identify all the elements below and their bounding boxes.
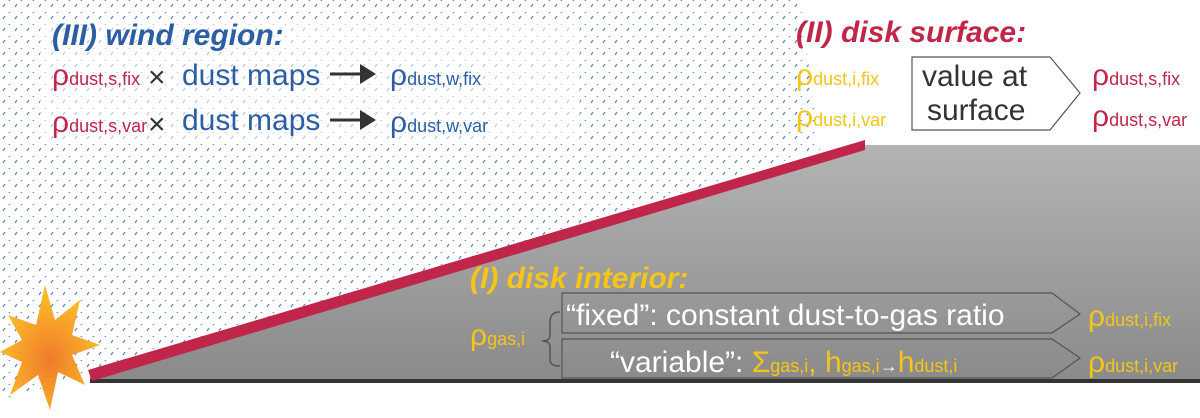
svg-text:ρdust,i,fix: ρdust,i,fix — [796, 59, 879, 92]
rho-symbol: ρ — [390, 106, 407, 139]
arrow-icon — [330, 110, 376, 130]
svg-text:ρdust,w,fix: ρdust,w,fix — [390, 59, 481, 92]
rho-symbol: ρ — [1092, 59, 1109, 92]
h-symbol: h — [825, 346, 842, 379]
svg-text:ρdust,s,var: ρdust,s,var — [52, 106, 147, 139]
variable-prefix: “variable”: — [610, 346, 752, 379]
svg-text:ρdust,i,fix: ρdust,i,fix — [1088, 300, 1171, 333]
svg-text:ρdust,s,fix: ρdust,s,fix — [1092, 59, 1180, 92]
rho-symbol: ρ — [1088, 346, 1105, 379]
svg-text:ρdust,i,var: ρdust,i,var — [1088, 346, 1178, 379]
disk-surface-layer — [88, 140, 865, 381]
surface-box-line1: value at — [922, 60, 1028, 93]
disk-surface-title: (II) disk surface: — [796, 16, 1026, 49]
variable-box — [561, 338, 1082, 379]
rho-symbol: ρ — [1088, 300, 1105, 333]
rho-subscript: dust,w,var — [407, 116, 488, 136]
rho-subscript: dust,s,var — [1109, 110, 1187, 130]
rho-subscript: dust,s,fix — [1109, 69, 1180, 89]
times-symbol: × — [148, 108, 166, 141]
rho-symbol: ρ — [470, 319, 487, 352]
rho-subscript: dust,s,var — [69, 116, 147, 136]
rho-symbol: ρ — [52, 106, 69, 139]
comma: , — [808, 346, 825, 379]
dust-maps-label: dust maps — [182, 59, 320, 92]
times-symbol: × — [148, 61, 166, 94]
rho-subscript: dust,i,var — [813, 110, 886, 130]
disk-interior — [90, 145, 1200, 382]
star-icon — [0, 285, 100, 410]
svg-text:ρdust,s,var: ρdust,s,var — [1092, 100, 1187, 133]
rho-symbol: ρ — [796, 100, 813, 133]
surface-box-line2: surface — [927, 94, 1025, 127]
rho-subscript: dust,i,fix — [1105, 310, 1171, 330]
sigma-symbol: Σ — [752, 346, 771, 379]
rho-symbol: ρ — [796, 59, 813, 92]
fixed-label: “fixed”: constant dust-to-gas ratio — [566, 299, 1005, 332]
arrow-icon: → — [880, 356, 898, 376]
arrow-icon — [330, 64, 376, 84]
rho-symbol: ρ — [52, 59, 69, 92]
wind-row-fix: ρdust,s,fix × dust maps ρdust,w,fix — [52, 59, 481, 94]
surface-box — [911, 56, 1081, 131]
rho-symbol: ρ — [390, 59, 407, 92]
dust-maps-label: dust maps — [182, 104, 320, 137]
svg-text:ρdust,s,fix: ρdust,s,fix — [52, 59, 140, 92]
wind-row-var: ρdust,s,var × dust maps ρdust,w,var — [52, 104, 488, 141]
h-dust-subscript: dust,i — [914, 356, 957, 376]
variable-label: “variable”: Σgas,i, hgas,i→hdust,i — [610, 346, 957, 379]
h-subscript: gas,i — [842, 356, 880, 376]
disk-interior-title: (I) disk interior: — [470, 262, 688, 295]
fixed-box — [561, 292, 1082, 334]
svg-text:ρdust,w,var: ρdust,w,var — [390, 106, 488, 139]
svg-text:ρgas,i: ρgas,i — [470, 319, 525, 352]
svg-text:ρdust,i,var: ρdust,i,var — [796, 100, 886, 133]
sigma-subscript: gas,i — [770, 356, 808, 376]
rho-symbol: ρ — [1092, 100, 1109, 133]
rho-subscript: gas,i — [487, 329, 525, 349]
wind-region-title: (III) wind region: — [52, 19, 284, 52]
rho-subscript: dust,w,fix — [407, 69, 481, 89]
brace-icon — [541, 311, 561, 367]
rho-subscript: dust,i,fix — [813, 69, 879, 89]
rho-subscript: dust,i,var — [1105, 356, 1178, 376]
h-dust-symbol: h — [898, 346, 915, 379]
rho-subscript: dust,s,fix — [69, 69, 140, 89]
